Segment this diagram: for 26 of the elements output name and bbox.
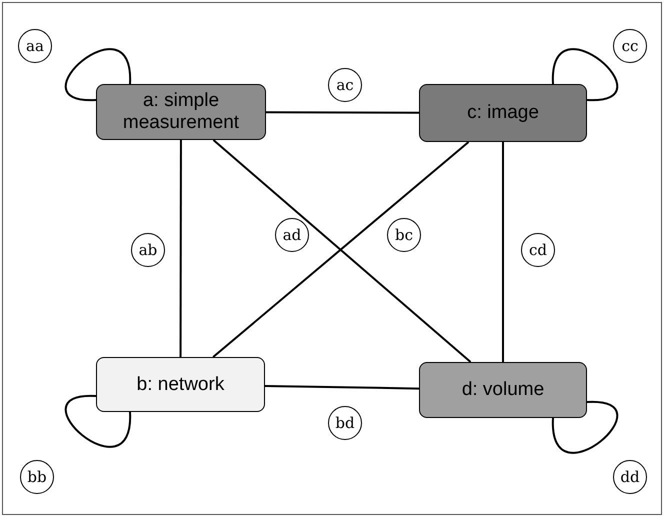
edge-label: ab bbox=[131, 233, 165, 267]
edge-label: ad bbox=[275, 218, 309, 252]
node-label: a: simple measurement bbox=[122, 90, 240, 134]
connector-line bbox=[180, 140, 182, 357]
connector-line bbox=[266, 111, 419, 114]
edge-label: cc bbox=[613, 29, 647, 63]
edge-label: aa bbox=[18, 29, 52, 63]
node-label: d: volume bbox=[462, 379, 544, 401]
node-label: c: image bbox=[467, 102, 539, 124]
rounded-box bbox=[419, 84, 587, 142]
edge-label: bd bbox=[328, 406, 362, 440]
connector-line bbox=[502, 142, 504, 362]
node-label: b: network bbox=[136, 374, 224, 396]
self-loop bbox=[552, 48, 618, 101]
edge-label: cd bbox=[521, 233, 555, 267]
rounded-box bbox=[96, 84, 266, 140]
edge-label: bc bbox=[387, 218, 421, 252]
rounded-box bbox=[419, 362, 587, 418]
edge-label: bb bbox=[20, 460, 54, 494]
edge-label: dd bbox=[613, 460, 647, 494]
self-loop bbox=[64, 395, 131, 448]
connector-line bbox=[264, 384, 420, 390]
self-loop bbox=[552, 401, 618, 454]
self-loop bbox=[64, 48, 131, 101]
rounded-box bbox=[96, 357, 265, 412]
edge-label: ac bbox=[328, 68, 362, 102]
